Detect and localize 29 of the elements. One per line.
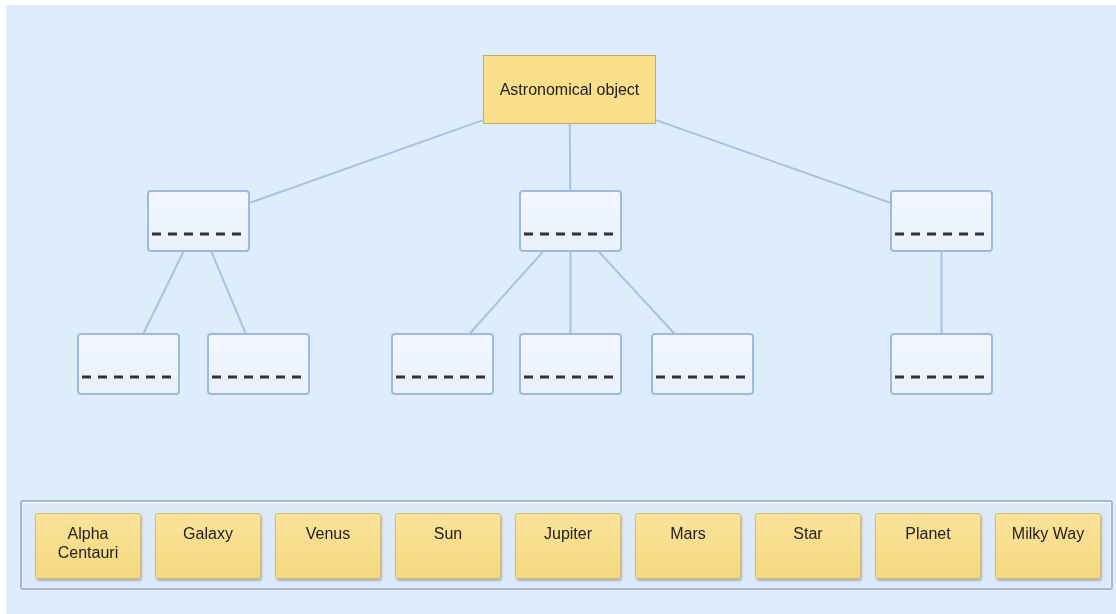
concept-box: Astronomical object — [483, 55, 656, 124]
connector-line — [142, 251, 185, 334]
connector-line — [655, 119, 891, 204]
empty-concept-box — [651, 333, 754, 395]
empty-concept-box — [391, 333, 494, 395]
word-card: Sun — [395, 513, 501, 579]
word-card: Milky Way — [995, 513, 1101, 579]
word-card: Alpha Centauri — [35, 513, 141, 579]
empty-concept-box — [519, 333, 622, 395]
empty-concept-box — [519, 190, 622, 252]
connector-line — [210, 251, 247, 334]
word-card: Galaxy — [155, 513, 261, 579]
word-card: Mars — [635, 513, 741, 579]
empty-concept-box — [207, 333, 310, 395]
connector-line — [569, 251, 572, 334]
empty-concept-box — [77, 333, 180, 395]
word-card: Jupiter — [515, 513, 621, 579]
word-card: Planet — [875, 513, 981, 579]
card-tray — [20, 500, 1113, 590]
empty-concept-box — [147, 190, 250, 252]
word-card: Venus — [275, 513, 381, 579]
connector-line — [568, 123, 572, 191]
connector-line — [940, 251, 943, 334]
connector-line — [249, 119, 484, 204]
connector-line — [469, 251, 544, 334]
word-card: Star — [755, 513, 861, 579]
empty-concept-box — [890, 190, 993, 252]
connector-line — [598, 251, 675, 334]
empty-concept-box — [890, 333, 993, 395]
